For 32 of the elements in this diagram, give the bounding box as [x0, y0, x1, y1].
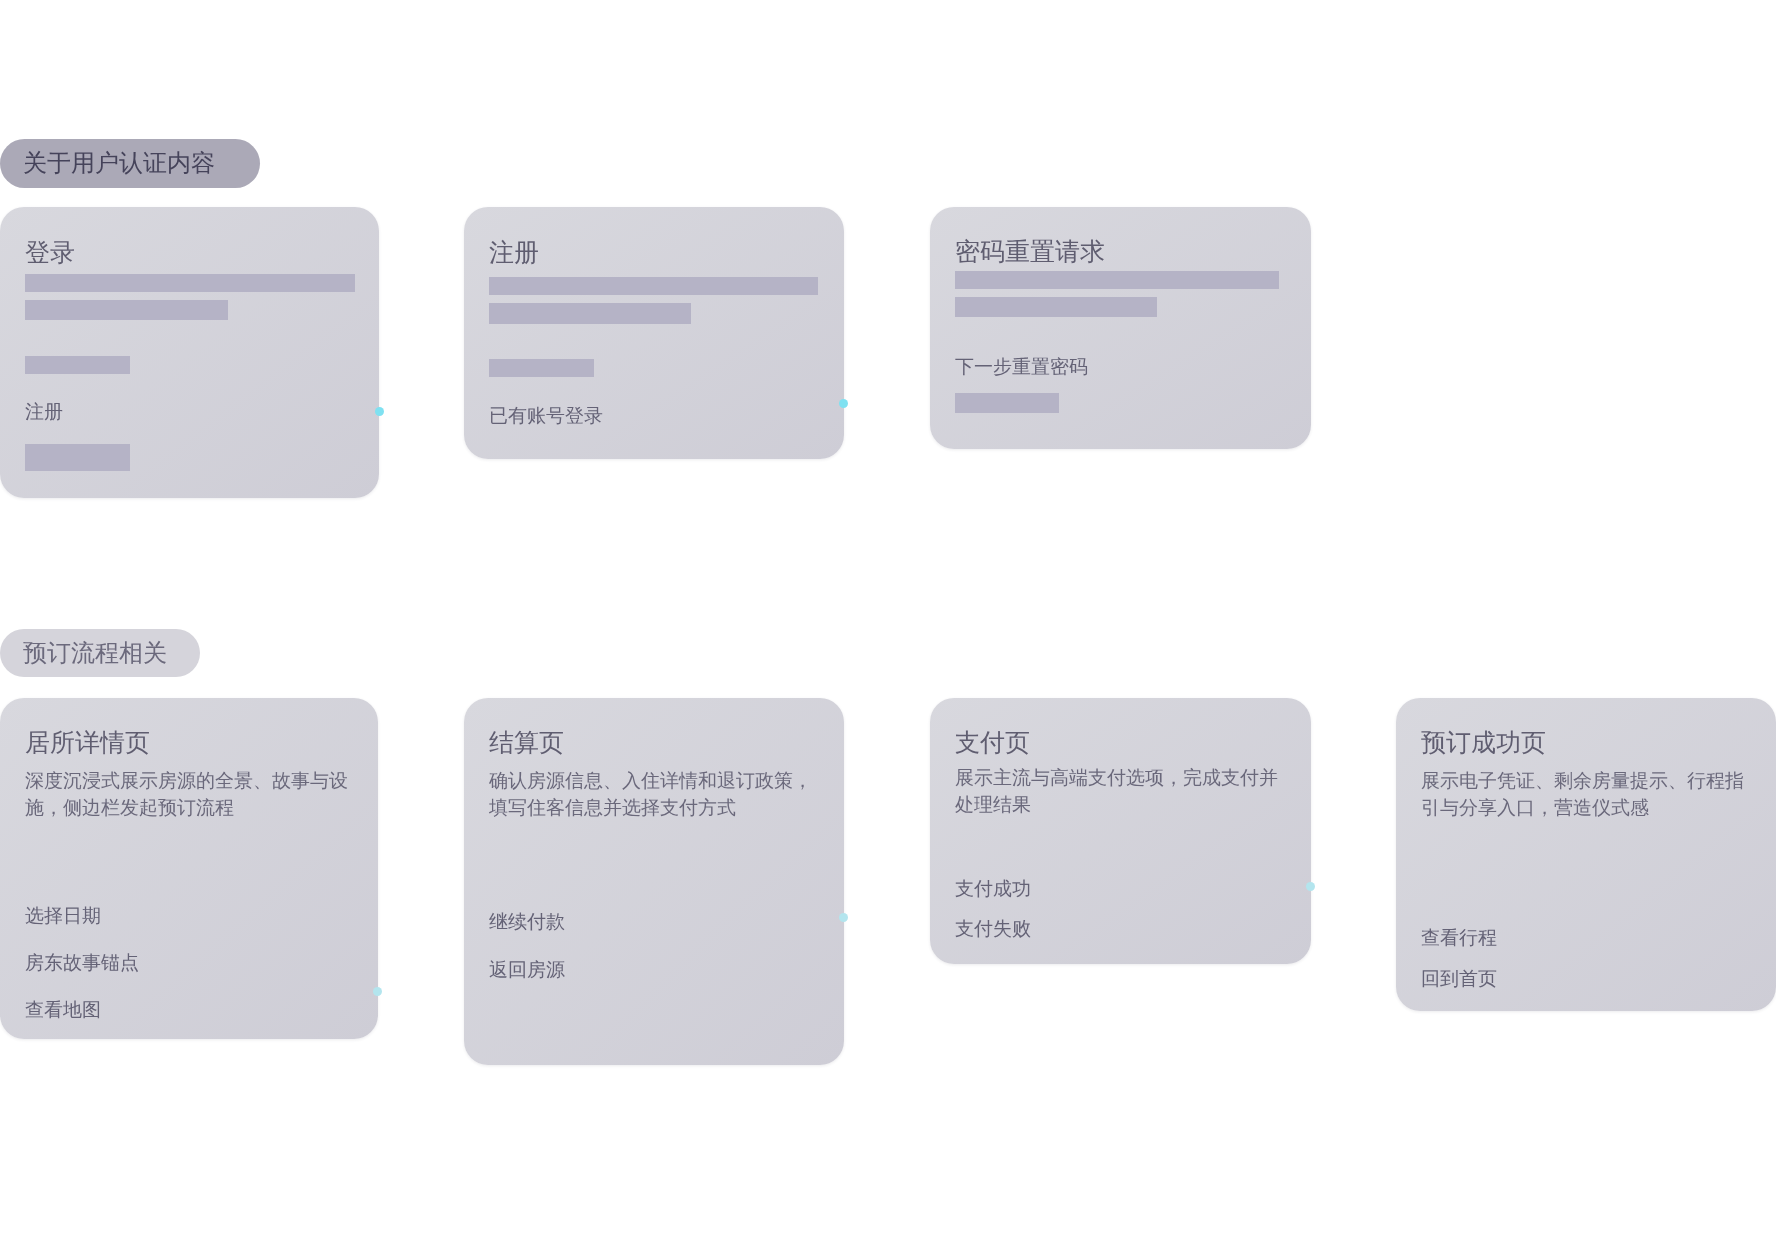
card-description: 展示主流与高端支付选项，完成支付并处理结果 — [955, 765, 1279, 817]
action-link: 注册 — [25, 399, 63, 423]
page-card — [930, 698, 1311, 964]
card-title: 注册 — [489, 238, 539, 268]
page-card — [0, 207, 379, 498]
card-description: 展示电子凭证、剩余房量提示、行程指引与分享入口，营造仪式感 — [1421, 768, 1745, 820]
action-link: 支付失败 — [955, 916, 1031, 940]
card-title: 居所详情页 — [25, 728, 150, 758]
page-card — [1396, 698, 1776, 1011]
action-link: 房东故事锚点 — [25, 950, 139, 974]
action-link: 已有账号登录 — [489, 403, 603, 427]
card-title: 支付页 — [955, 728, 1030, 758]
section-tag: 关于用户认证内容 — [0, 139, 260, 188]
action-link: 查看行程 — [1421, 925, 1497, 949]
action-link: 支付成功 — [955, 876, 1031, 900]
card-description: 确认房源信息、入住详情和退订政策，填写住客信息并选择支付方式 — [489, 768, 813, 820]
page-card — [0, 698, 378, 1039]
action-link: 返回房源 — [489, 957, 565, 981]
action-link: 查看地图 — [25, 997, 101, 1021]
page-card — [464, 698, 844, 1065]
card-title: 密码重置请求 — [955, 237, 1105, 267]
card-title: 结算页 — [489, 728, 564, 758]
page-card — [930, 207, 1311, 449]
action-link: 选择日期 — [25, 903, 101, 927]
card-title: 登录 — [25, 238, 75, 268]
card-title: 预订成功页 — [1421, 728, 1546, 758]
action-link: 继续付款 — [489, 909, 565, 933]
action-link: 下一步重置密码 — [955, 354, 1088, 378]
action-link: 回到首页 — [1421, 966, 1497, 990]
page-card — [464, 207, 844, 459]
card-description: 深度沉浸式展示房源的全景、故事与设施，侧边栏发起预订流程 — [25, 768, 349, 820]
section-tag: 预订流程相关 — [0, 629, 200, 677]
